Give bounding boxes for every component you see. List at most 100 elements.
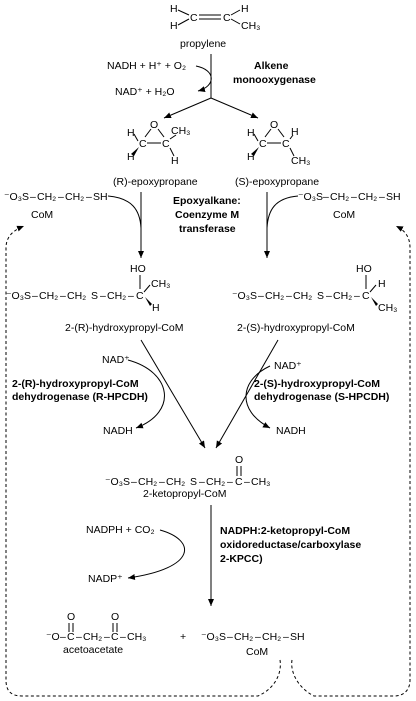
cofactor-nadh-right: NADH [276,425,306,437]
svg-text:H: H [378,278,386,290]
svg-text:–: – [286,290,292,302]
svg-text:CH₃: CH₃ [127,631,146,643]
svg-text:CH₃: CH₃ [241,20,260,32]
cofactor-nadh-left: NADH [103,425,133,437]
enzyme-alkene-monooxygenase-2: monooxygenase [233,74,316,86]
svg-text:H: H [127,127,135,139]
enzyme-kpcc-1: NADPH:2-ketopropyl-CoM [220,525,350,537]
enzyme-kpcc-2: oxidoreductase/carboxylase [220,539,361,551]
svg-text:CH₃: CH₃ [291,155,310,167]
com-left-label: CoM [31,209,53,221]
arrow-r-hpc-to-kpc [140,339,206,449]
svg-text:CH₂: CH₂ [39,290,58,302]
svg-text:CH₂: CH₂ [107,290,126,302]
cofactor-nad-left: NAD⁺ [102,354,130,366]
svg-text:H: H [241,3,249,15]
svg-text:⁻O₃S: ⁻O₃S [232,290,257,302]
recycle-path-left [5,225,281,697]
svg-text:CH₂: CH₂ [206,476,225,488]
svg-text:HO: HO [356,263,372,275]
svg-text:H: H [247,151,255,163]
svg-text:CH₂: CH₂ [358,191,377,203]
recycle-path-right [291,225,411,697]
svg-text:SH: SH [290,631,305,643]
cofactor-curved-arrow-right [245,365,271,429]
svg-text:H: H [127,151,135,163]
svg-text:H: H [170,3,178,15]
svg-text:CH₂: CH₂ [166,476,185,488]
enzyme-eacomt-3: transferase [179,223,236,235]
svg-text:SH: SH [93,191,108,203]
com-left-structure: ⁻O₃S – CH₂ – CH₂ – SH [4,191,108,203]
svg-text:CH₂: CH₂ [83,631,102,643]
svg-text:–: – [120,631,126,643]
svg-text:–: – [76,631,82,643]
ketopropyl-com-structure: ⁻O₃S – CH₂ – CH₂ S – CH₂ – C O – CH₃ [105,454,270,488]
cofactor-nadh-h-o2: NADH + H⁺ + O₂ [107,60,186,72]
svg-text:–: – [323,191,329,203]
svg-text:–: – [326,290,332,302]
enzyme-eacomt-2: Coenzyme M [175,209,239,221]
svg-text:C: C [190,12,198,24]
svg-text:CH₂: CH₂ [330,191,349,203]
com-bottom-structure: ⁻O₃S – CH₂ – CH₂ – SH [201,631,305,643]
svg-text:H: H [291,126,299,138]
enzyme-alkene-monooxygenase-1: Alkene [254,60,289,72]
svg-text:–: – [244,476,250,488]
enzyme-eacomt-1: Epoxyalkane: [173,195,241,207]
com-right-label: CoM [333,209,355,221]
propylene-structure: H H C C H CH₃ [170,3,260,32]
svg-text:CH₂: CH₂ [262,631,281,643]
r-epoxypropane-structure: C C O CH₃ H H H [127,119,190,167]
svg-text:O: O [235,454,243,466]
svg-text:CH₂: CH₂ [265,290,284,302]
svg-text:H: H [170,20,178,32]
svg-text:C: C [362,290,370,302]
svg-text:CH₃: CH₃ [171,125,190,137]
svg-text:CH₂: CH₂ [67,290,86,302]
svg-text:–: – [227,476,233,488]
svg-text:HO: HO [130,263,146,275]
svg-text:⁻O₃S: ⁻O₃S [4,191,29,203]
s-hydroxypropyl-com-structure: ⁻O₃S – CH₂ – CH₂ S – CH₂ – C HO H CH₃ [232,263,397,314]
cofactor-curved-arrow-1 [195,65,212,93]
svg-text:CH₂: CH₂ [234,631,253,643]
svg-text:–: – [351,191,357,203]
svg-text:CH₂: CH₂ [293,290,312,302]
svg-text:O: O [150,119,158,131]
svg-text:C: C [282,138,290,150]
svg-text:–: – [58,191,64,203]
cofactor-nad-h2o: NAD⁺ + H₂O [115,86,175,98]
svg-text:–: – [255,631,261,643]
propylene-label: propylene [180,38,226,50]
svg-text:–: – [60,290,66,302]
svg-text:H: H [152,302,160,314]
arrow-to-s-epoxy [210,97,259,119]
svg-text:–: – [258,290,264,302]
svg-text:–: – [283,631,289,643]
enzyme-r-hpcdh-1: 2-(R)-hydroxypropyl-CoM [12,378,139,390]
svg-text:CH₂: CH₂ [65,191,84,203]
com-right-curved-arrow [266,195,299,229]
svg-text:–: – [86,191,92,203]
svg-text:–: – [227,631,233,643]
cofactor-nadp: NADP⁺ [88,573,123,585]
svg-text:⁻O₃S: ⁻O₃S [298,191,323,203]
enzyme-s-hpcdh-2: dehydrogenase (S-HPCDH) [254,391,389,403]
com-left-curved-arrow [107,195,142,229]
svg-text:SH: SH [386,191,401,203]
svg-text:CH₃: CH₃ [151,278,170,290]
s-epoxypropane-label: (S)-epoxypropane [235,176,319,188]
svg-text:–: – [379,191,385,203]
com-bottom-label: CoM [246,646,268,658]
cofactor-nadph-co2: NADPH + CO₂ [86,524,155,536]
svg-text:C: C [136,290,144,302]
cofactor-curved-arrow-3 [127,529,186,580]
enzyme-s-hpcdh-1: 2-(S)-hydroxypropyl-CoM [254,378,380,390]
svg-text:⁻O: ⁻O [46,631,60,643]
svg-text:CH₂: CH₂ [333,290,352,302]
svg-text:CH₂: CH₂ [37,191,56,203]
svg-text:–: – [100,290,106,302]
s-epoxypropane-structure: C C O H H H CH₃ [247,119,310,167]
